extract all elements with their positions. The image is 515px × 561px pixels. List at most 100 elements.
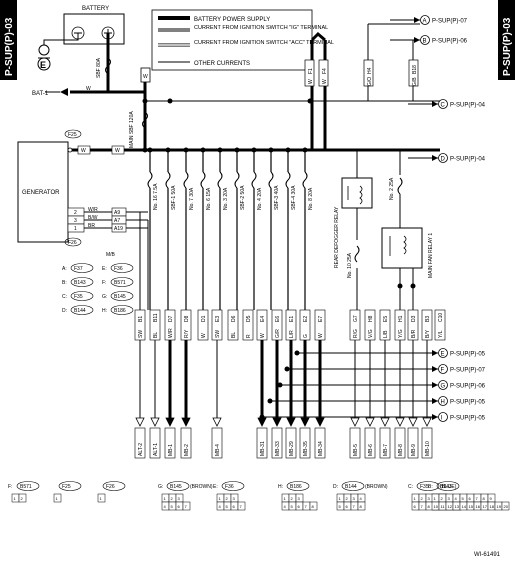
connector-pin: 3 [233, 496, 236, 501]
ref-arrow-icon [432, 350, 438, 356]
mb-term-label: A9 [114, 210, 120, 216]
connector-pin: 3 [428, 496, 431, 501]
bottom-pin-wire: W [260, 333, 266, 338]
bottom-pin-wire: BL [153, 332, 159, 338]
mb-map-ring [110, 277, 134, 287]
arrow-label: MB-35 [303, 441, 309, 456]
connector-pin: 3 [353, 496, 356, 501]
arrow-label: MB-34 [318, 441, 324, 456]
ref-arrow-icon [414, 17, 420, 23]
mb-map-code: F: [102, 280, 106, 286]
connector-pin: 4 [164, 504, 167, 509]
bottom-pin-box [434, 309, 446, 341]
mb-map-ref: B186 [114, 308, 126, 314]
bottom-pin-wire: B/R [411, 329, 417, 338]
connector-cell [53, 493, 62, 503]
connector-code: D: [333, 484, 338, 490]
connector-pin: 2 [421, 496, 424, 501]
connector-pin: 13 [455, 504, 460, 509]
arrow-box [256, 427, 268, 459]
connector-pin: 5 [171, 504, 174, 509]
connector-ref: F35 [420, 484, 429, 490]
arrow-box [407, 427, 419, 459]
bottom-pin-wire: SW [138, 330, 144, 338]
connector-pin: 1 [100, 496, 103, 501]
connector-pin: 2 [21, 496, 24, 501]
bottom-pin-number: E5 [383, 316, 389, 322]
gen-pin-wire-label: W/R [88, 207, 98, 213]
connector-pin: 6 [298, 504, 301, 509]
ref-circle [420, 15, 430, 25]
fuse-icon [268, 171, 274, 189]
bottom-pins: B1SWB11BLD7W/RD8R/YD1WE3SWD6BLD5RE4WE6G/… [134, 309, 446, 341]
connector-pin: 16 [476, 504, 481, 509]
battery-label: BATTERY [82, 6, 109, 12]
connector-pin: 4 [284, 504, 287, 509]
generator-label: GENERATOR [22, 190, 60, 196]
connector-ring [341, 481, 365, 491]
bottom-pin-number: C10 [438, 313, 444, 322]
bottom-pin-box [227, 309, 239, 341]
bottom-pin-wire: Y/G [398, 329, 404, 338]
bottom-pin-wire: W [201, 333, 207, 338]
ref-page: P-SUP(P)-07 [432, 19, 468, 25]
arrow-label: MB-31 [260, 441, 266, 456]
ref-circle [438, 396, 448, 406]
arrow-box [149, 427, 161, 459]
bottom-pin-number: E1 [289, 316, 295, 322]
fuse-label: No. 6 15A [206, 187, 212, 210]
connector-cell [18, 493, 27, 503]
fuse-label: No. 3 20A [223, 187, 229, 210]
ref-letter: C [441, 103, 446, 109]
mb-map-ref: F36 [114, 266, 123, 272]
ref-arrow-icon [432, 382, 438, 388]
ref-letter: G [441, 384, 446, 390]
bottom-pin-number: D6 [231, 315, 237, 322]
bottom-pin-wire: L/R [289, 330, 295, 338]
bottom-pin-number: E3 [215, 316, 221, 322]
ref-node [267, 398, 273, 404]
arrow-label: MB-2 [184, 444, 190, 456]
connector-pin: 5 [462, 496, 465, 501]
connector-ref: B145 [170, 484, 182, 490]
bottom-pin-wire: G [303, 334, 309, 338]
battery: BATTERY E SBF 80A BAT-1 W [32, 6, 147, 97]
top-wire-2: W [322, 79, 328, 84]
connector-pin: 1 [14, 496, 17, 501]
ref-page: P-SUP(P)-06 [432, 39, 468, 45]
connector-pin: 14 [462, 504, 467, 509]
bottom-pin-number: E6 [275, 316, 281, 322]
bottom-pin-wire: R [246, 334, 252, 338]
mb-map-code: D: [62, 308, 67, 314]
connector-pin: 18 [490, 504, 495, 509]
legend-label-3: CURRENT FROM IGNITION SWITCH "ACC" TERMI… [194, 40, 334, 46]
top-pin-4: B18 [412, 65, 418, 74]
connector-ref: B571 [20, 484, 32, 490]
ref-page: P-SUP(P)-05 [450, 416, 486, 422]
ref-letter: I [441, 416, 443, 422]
connector-pin: 1 [56, 496, 59, 501]
arrow-label: MB-29 [289, 441, 295, 456]
arrow-box [299, 427, 311, 459]
fuse-icon [302, 171, 308, 189]
mb-label: M/B [106, 252, 116, 258]
down-arrow-icon [408, 417, 418, 427]
bottom-pin-number: D7 [168, 315, 174, 322]
bottom-pin-wire: R/G [353, 329, 359, 338]
arrow-label: MB-1 [168, 444, 174, 456]
gen-pin-number: 1 [74, 226, 77, 232]
legend: BATTERY POWER SUPPLY CURRENT FROM IGNITI… [151, 9, 334, 71]
connector-pin: 1 [339, 496, 342, 501]
ref-letter: D [441, 157, 446, 163]
down-arrow-icon [380, 417, 390, 427]
bottom-pin-wire: L/B [383, 330, 389, 338]
bottom-pin-wire: Y/L [438, 330, 444, 338]
connector-ring [286, 481, 310, 491]
arrow-box [134, 427, 146, 459]
page-tab-right-label: P-SUP(P)-03 [502, 17, 513, 76]
